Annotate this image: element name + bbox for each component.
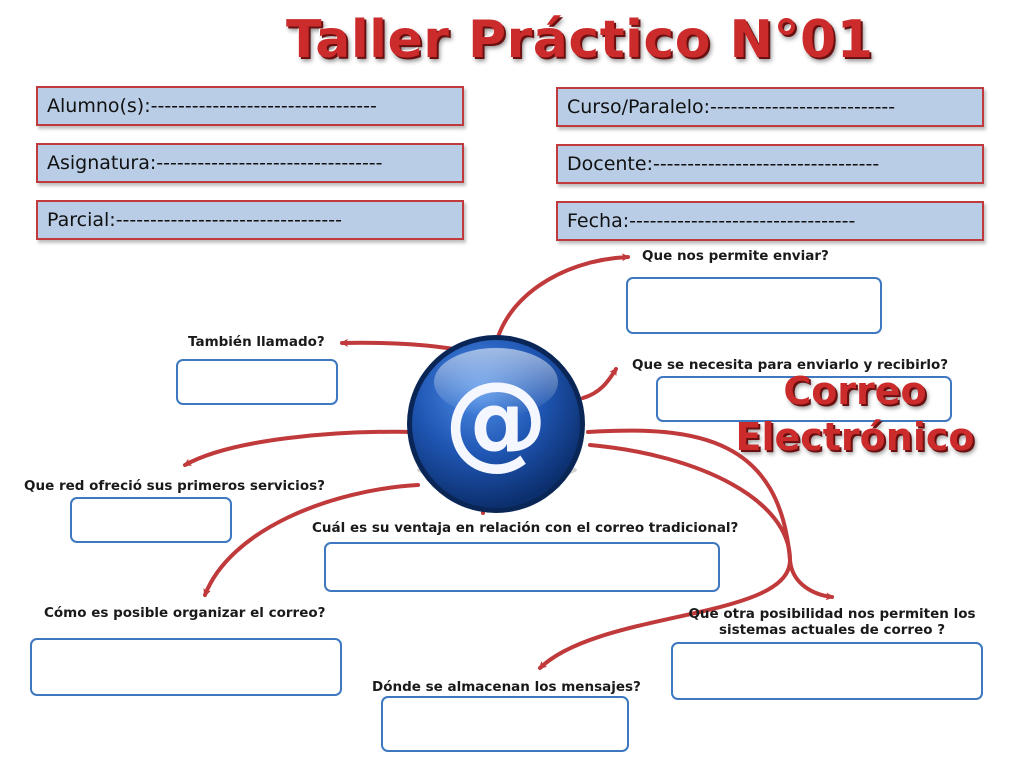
topic-title: Correo Electrónico	[730, 368, 980, 460]
answer-box-otra[interactable]	[671, 642, 983, 700]
field-parcial[interactable]: Parcial:--------------------------------…	[36, 200, 464, 240]
answer-box-llamado[interactable]	[176, 359, 338, 405]
arrow-to-otra	[586, 428, 834, 601]
arrow-to-red	[183, 429, 420, 467]
page-title: Taller Práctico N°01	[286, 10, 874, 70]
question-ventaja: Cuál es su ventaja en relación con el co…	[312, 520, 739, 536]
answer-box-ventaja[interactable]	[324, 542, 720, 592]
question-otra: Que otra posibilidad nos permiten los si…	[676, 606, 988, 638]
question-almacenan: Dónde se almacenan los mensajes?	[372, 679, 641, 695]
question-organizar: Cómo es posible organizar el correo?	[44, 605, 326, 621]
field-fecha[interactable]: Fecha:---------------------------------	[556, 201, 984, 241]
arrow-to-necesita	[581, 367, 618, 400]
topic-title-line2: Electrónico	[735, 415, 975, 459]
question-llamado: También llamado?	[188, 334, 325, 350]
answer-box-organizar[interactable]	[30, 638, 342, 696]
answer-box-almacenan[interactable]	[381, 696, 629, 752]
question-otra-line2: sistemas actuales de correo ?	[718, 622, 946, 638]
question-enviar: Que nos permite enviar?	[642, 248, 829, 264]
answer-box-enviar[interactable]	[626, 277, 882, 334]
question-otra-line1: Que otra posibilidad nos permiten los	[688, 606, 976, 622]
field-asignatura[interactable]: Asignatura:-----------------------------…	[36, 143, 464, 183]
field-curso-paralelo[interactable]: Curso/Paralelo:-------------------------…	[556, 87, 984, 127]
question-necesita: Que se necesita para enviarlo y recibirl…	[632, 357, 949, 373]
question-red: Que red ofreció sus primeros servicios?	[24, 478, 325, 494]
answer-box-necesita[interactable]	[656, 376, 952, 422]
answer-box-red[interactable]	[70, 497, 232, 543]
field-docente[interactable]: Docente:--------------------------------…	[556, 144, 984, 184]
field-alumno[interactable]: Alumno(s):------------------------------…	[36, 86, 464, 126]
topic-title-line1: Correo	[783, 369, 927, 413]
at-sign-icon: @	[407, 335, 585, 513]
arrow-to-organizar	[203, 483, 420, 597]
arrow-to-almacenan	[538, 443, 793, 670]
svg-text:@: @	[444, 359, 548, 481]
